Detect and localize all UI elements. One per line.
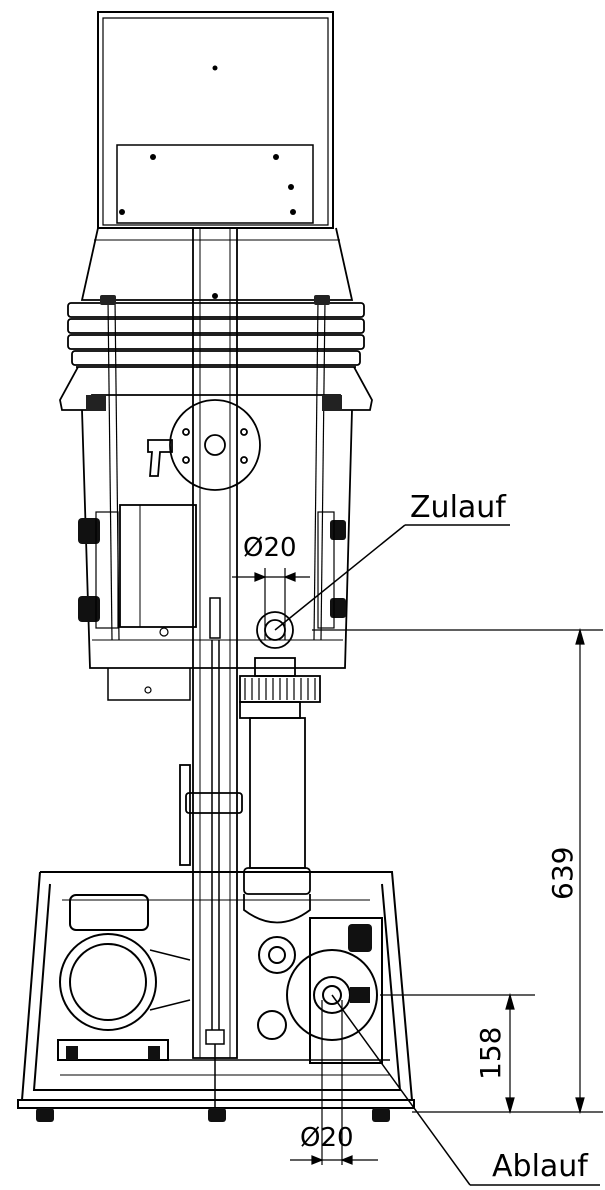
panel-screws bbox=[119, 65, 296, 215]
controller-box bbox=[119, 504, 197, 694]
motor-bolts bbox=[66, 1046, 160, 1060]
height-dimension-outlet bbox=[380, 992, 535, 1115]
outlet-pump-fitting bbox=[348, 924, 372, 1003]
agitator-disk bbox=[169, 399, 261, 491]
inlet-gear-teeth bbox=[244, 678, 316, 700]
inlet-diameter-dimension bbox=[232, 568, 310, 640]
side-latch-frames bbox=[95, 511, 335, 629]
mast-holes bbox=[212, 293, 218, 299]
outlet-leader bbox=[331, 994, 600, 1186]
inlet-fitting bbox=[239, 611, 321, 719]
inlet-diameter-label: Ø20 bbox=[243, 533, 297, 563]
tank-body bbox=[59, 227, 373, 701]
inlet-label: Zulauf bbox=[410, 490, 507, 525]
mast-collar bbox=[179, 764, 243, 866]
base-feet bbox=[36, 1108, 390, 1122]
outlet-label: Ablauf bbox=[492, 1149, 589, 1184]
outlet-diameter-label: Ø20 bbox=[300, 1123, 354, 1153]
outlet-pump bbox=[257, 917, 383, 1064]
tap-handle-icon bbox=[147, 439, 173, 477]
inlet-leader bbox=[274, 524, 510, 631]
central-mast bbox=[192, 227, 238, 1059]
strap-clips bbox=[86, 295, 342, 411]
height-outlet-label: 158 bbox=[474, 1027, 507, 1080]
control-panel bbox=[97, 11, 334, 229]
riser-pipe bbox=[243, 717, 311, 924]
pump-motor bbox=[57, 894, 191, 1061]
height-dimension-inlet bbox=[312, 627, 603, 1115]
level-sensor-rod bbox=[205, 597, 225, 1110]
outlet-diameter-dimension bbox=[290, 1000, 378, 1165]
height-inlet-label: 639 bbox=[546, 847, 579, 900]
